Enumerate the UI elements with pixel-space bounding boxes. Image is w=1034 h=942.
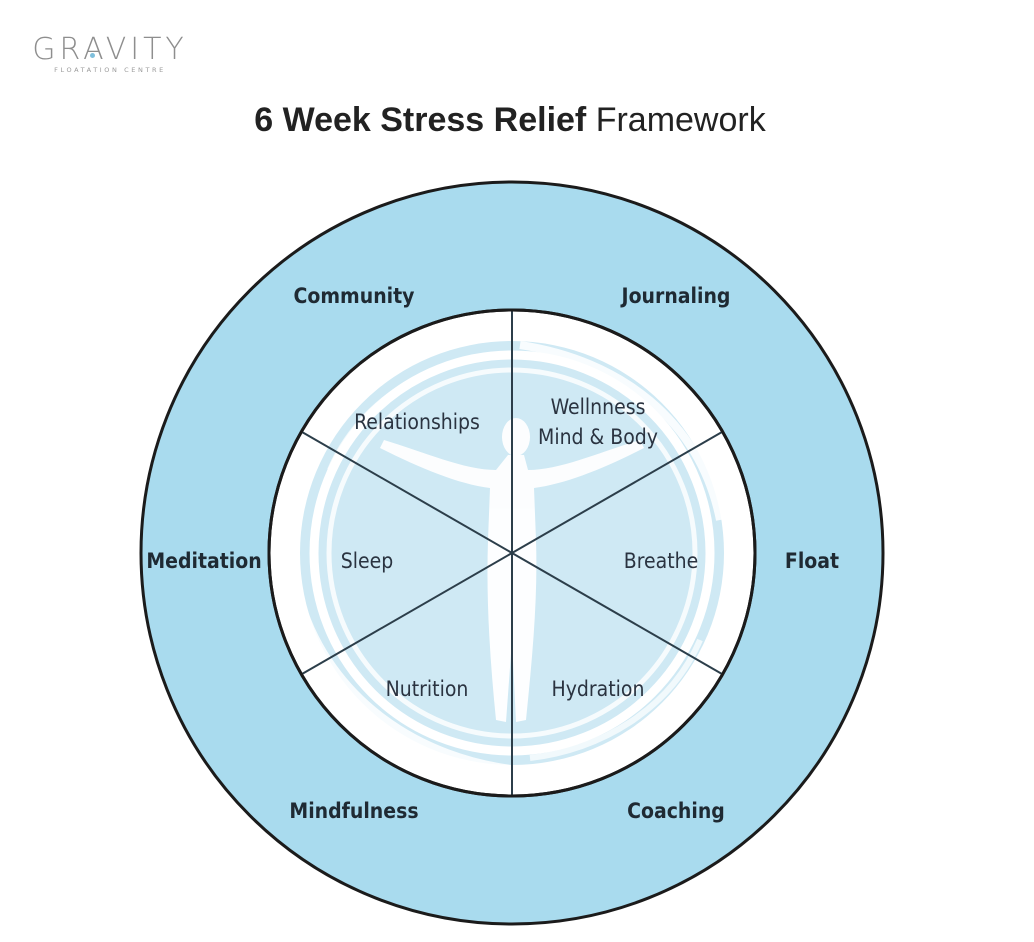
inner-label-relationships: Relationships: [354, 410, 480, 434]
inner-label-sleep: Sleep: [341, 549, 394, 573]
logo-dot: [90, 53, 95, 58]
outer-label-journaling: Journaling: [620, 284, 731, 308]
segment-spokes: [301, 311, 723, 795]
inner-label-hydration: Hydration: [552, 677, 645, 701]
title-regular-part: Framework: [595, 101, 766, 139]
gravity-logo: GRAVITY FLOATATION CENTRE: [30, 32, 190, 75]
outer-label-meditation: Meditation: [146, 549, 261, 573]
inner-label-wellness: Wellnness: [551, 395, 646, 419]
outer-label-mindfulness: Mindfulness: [289, 799, 418, 823]
outer-label-float: Float: [785, 549, 839, 573]
inner-label-mind-body: Mind & Body: [538, 425, 658, 449]
title-bold-part: 6 Week Stress Relief: [254, 101, 587, 139]
logo-name: GRAVITY: [32, 32, 188, 67]
page-title: 6 Week Stress Relief Framework: [0, 98, 1020, 142]
inner-label-breathe: Breathe: [624, 549, 698, 573]
outer-label-community: Community: [294, 284, 415, 308]
outer-label-coaching: Coaching: [627, 799, 725, 823]
inner-label-nutrition: Nutrition: [386, 677, 469, 701]
logo-subtitle: FLOATATION CENTRE: [54, 66, 166, 74]
